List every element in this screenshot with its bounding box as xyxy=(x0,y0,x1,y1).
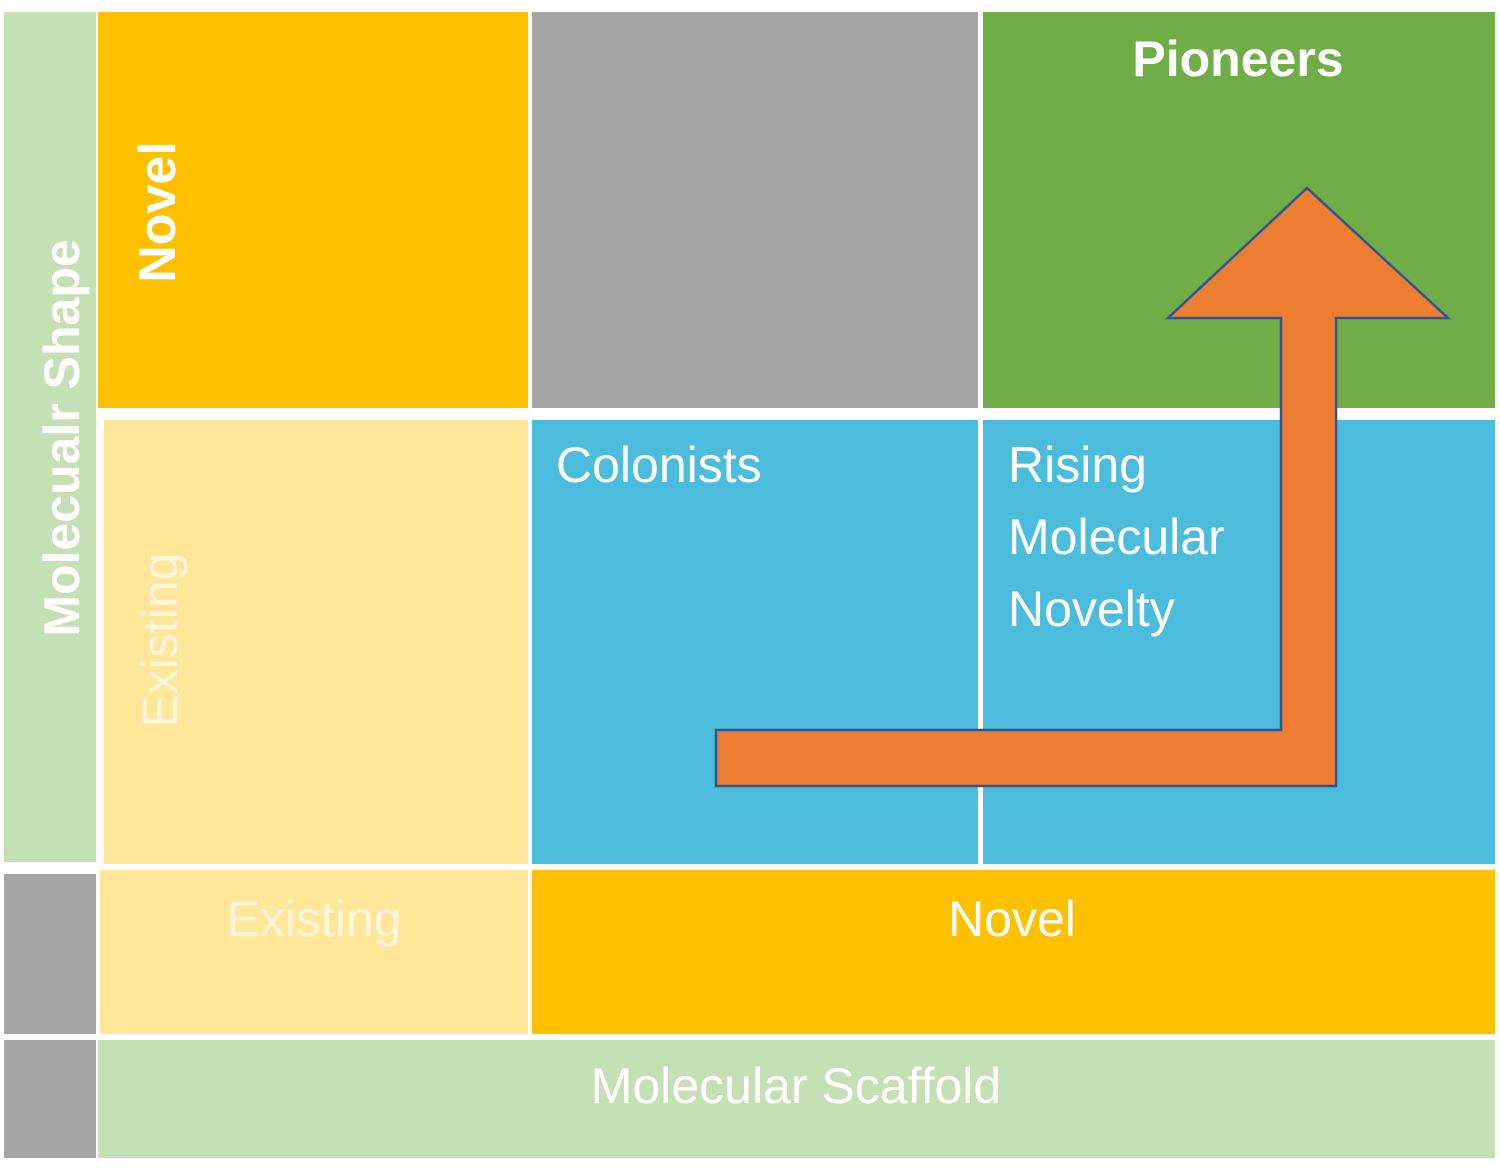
column-label-existing: Existing xyxy=(226,891,402,947)
quadrant-label-rising-line-1: Rising xyxy=(1008,437,1147,493)
quadrant-label-colonists: Colonists xyxy=(556,437,762,493)
row-label-existing: Existing xyxy=(132,552,188,728)
x-axis-band xyxy=(98,1040,1495,1158)
corner-gray-block-upper xyxy=(4,874,96,1034)
row-header-novel xyxy=(98,12,528,408)
quadrant-label-rising-line-3: Novelty xyxy=(1008,581,1175,637)
y-axis-label: Molecualr Shape xyxy=(34,239,90,637)
quadrant-label-rising-line-2: Molecular xyxy=(1008,509,1225,565)
quadrant-empty xyxy=(532,12,978,408)
column-label-novel: Novel xyxy=(948,891,1076,947)
x-axis-label: Molecular Scaffold xyxy=(590,1058,1002,1114)
row-label-novel: Novel xyxy=(129,141,187,283)
column-header-existing xyxy=(100,870,528,1034)
row-header-existing xyxy=(104,420,528,864)
corner-gray-block-lower xyxy=(4,1040,96,1158)
column-header-novel xyxy=(532,870,1495,1034)
y-axis-band xyxy=(4,12,96,862)
quadrant-label-pioneers: Pioneers xyxy=(1132,31,1344,87)
